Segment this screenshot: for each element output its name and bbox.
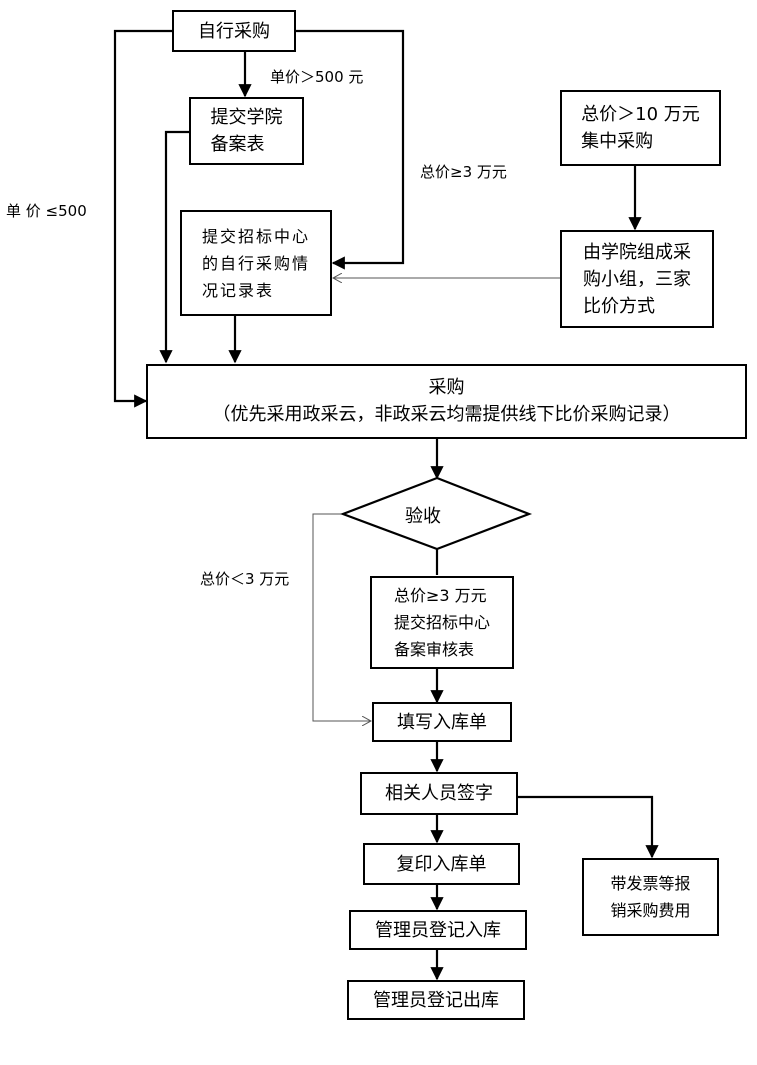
node-admin-outbound-text: 管理员登记出库 xyxy=(373,989,499,1011)
node-self-purchase: 自行采购 xyxy=(172,10,296,52)
node-admin-outbound: 管理员登记出库 xyxy=(347,980,525,1020)
label-unit-le-500: 单 价 ≤500 xyxy=(6,202,87,220)
edge-self-to-center-record xyxy=(296,29,405,270)
node-submit-center-record: 提交招标中心 的自行采购情 况记录表 xyxy=(180,210,332,316)
node-college-group: 由学院组成采 购小组，三家 比价方式 xyxy=(560,230,714,328)
edge-acceptance-to-fill xyxy=(312,513,371,721)
node-sign: 相关人员签字 xyxy=(360,772,518,815)
node-copy-inbound: 复印入库单 xyxy=(363,843,520,885)
edge-self-to-purchase xyxy=(113,29,172,408)
node-reimburse-text: 带发票等报 销采购费用 xyxy=(610,874,691,920)
node-purchase-note: （优先采用政采云，非政采云均需提供线下比价采购记录） xyxy=(212,404,681,425)
node-submit-center-record-text: 提交招标中心 的自行采购情 况记录表 xyxy=(201,226,310,300)
label-total-lt-3w: 总价＜3 万元 xyxy=(200,570,290,588)
node-submit-college: 提交学院 备案表 xyxy=(189,97,304,165)
node-purchase: 采购 （优先采用政采云，非政采云均需提供线下比价采购记录） xyxy=(146,364,747,439)
label-unit-gt-500: 单价＞500 元 xyxy=(270,68,364,86)
node-total-over-10w-text: 总价＞10 万元 集中采购 xyxy=(581,104,700,152)
node-copy-inbound-text: 复印入库单 xyxy=(396,853,487,875)
node-total-ge-3w-review: 总价≥3 万元 提交招标中心 备案审核表 xyxy=(370,576,514,669)
node-admin-inbound: 管理员登记入库 xyxy=(349,910,527,950)
node-admin-inbound-text: 管理员登记入库 xyxy=(375,919,501,941)
node-fill-inbound-text: 填写入库单 xyxy=(397,711,487,733)
label-total-ge-3w: 总价≥3 万元 xyxy=(420,163,507,181)
node-fill-inbound: 填写入库单 xyxy=(372,702,512,742)
acceptance-diamond xyxy=(339,476,533,551)
node-sign-text: 相关人员签字 xyxy=(385,783,493,804)
edge-college-to-purchase xyxy=(159,130,189,364)
node-total-over-10w: 总价＞10 万元 集中采购 xyxy=(560,90,721,166)
node-acceptance-text: 验收 xyxy=(405,506,441,527)
node-college-group-text: 由学院组成采 购小组，三家 比价方式 xyxy=(583,241,691,317)
edge-sign-to-reimburse xyxy=(518,795,659,859)
node-total-ge-3w-review-text: 总价≥3 万元 提交招标中心 备案审核表 xyxy=(393,586,490,659)
node-self-purchase-text: 自行采购 xyxy=(198,20,270,42)
node-reimburse: 带发票等报 销采购费用 xyxy=(582,858,719,936)
node-submit-college-text: 提交学院 备案表 xyxy=(210,107,283,155)
node-purchase-title: 采购 xyxy=(428,377,465,398)
